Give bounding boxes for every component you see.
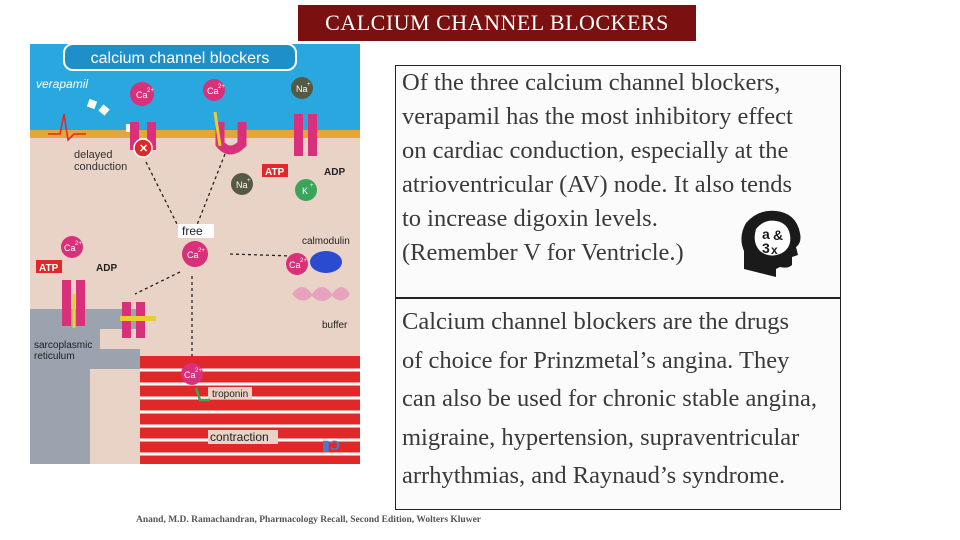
- sodium-ion-charge: +: [247, 178, 251, 184]
- calcium-ion-label: Ca: [187, 250, 199, 260]
- calcium-ion-label: Ca: [136, 90, 148, 100]
- troponin-shape: [194, 387, 210, 402]
- sarcoplasmic-label: sarcoplasmic: [34, 340, 92, 351]
- na-k-atpase: [294, 114, 303, 156]
- l-type-channel: [147, 122, 156, 150]
- blocked-icon: [133, 138, 153, 158]
- slide-title: CALCIUM CHANNEL BLOCKERS: [298, 5, 696, 41]
- calmodulin-label: calmodulin: [302, 236, 350, 247]
- ryanodine-gate: [120, 316, 156, 321]
- flux-arrow: [229, 253, 293, 257]
- transport-arrow: [213, 111, 222, 147]
- free-label: free: [182, 224, 203, 238]
- calcium-ion: [203, 79, 225, 101]
- panel-line: (Remember V for Ventricle.): [402, 239, 684, 266]
- calcium-ion-label: Ca: [184, 370, 196, 380]
- calcium-ion-charge: 2+: [147, 88, 154, 94]
- calcium-ion-charge: 2+: [195, 368, 202, 374]
- calcium-ion-charge: 2+: [75, 241, 82, 247]
- calcium-ion-label: Ca: [207, 86, 219, 96]
- na-k-atpase: [308, 114, 317, 156]
- sodium-ion: [231, 173, 253, 195]
- verapamil-label: verapamil: [36, 77, 88, 91]
- sodium-ion-charge: +: [307, 82, 311, 88]
- panel-line: atrioventricular (AV) node. It also tend…: [402, 171, 793, 198]
- l-type-channel: [130, 122, 139, 150]
- panel-line: on cardiac conduction, especially at the: [402, 137, 789, 164]
- icon-letter: x: [771, 243, 778, 257]
- verapamil-molecule: [86, 98, 98, 110]
- sodium-ion: [291, 77, 313, 99]
- icon-letter: 3: [762, 240, 770, 256]
- adp-label: ADP: [96, 263, 117, 274]
- calcium-ion: [61, 236, 83, 258]
- delayed-label: delayed: [74, 149, 113, 161]
- potassium-ion: [295, 179, 317, 201]
- flux-arrow: [194, 153, 226, 231]
- free-box: [178, 224, 214, 238]
- panel-line: of choice for Prinzmetal’s angina. They: [402, 346, 790, 374]
- panel-text-block: Of the three calcium channel blockers, v…: [402, 66, 834, 270]
- calcium-channel-diagram: calcium channel blockers verapamil Ca 2+…: [30, 44, 360, 464]
- mnemonic-head-icon: a & 3 x: [741, 210, 801, 277]
- contraction-box: [208, 430, 278, 444]
- panel-line: to increase digoxin levels.: [402, 205, 658, 232]
- sarcomere: [140, 356, 360, 464]
- text-panel-verapamil: Of the three calcium channel blockers, v…: [395, 65, 841, 298]
- atp-label: ATP: [265, 167, 285, 178]
- head-interior: [754, 220, 791, 256]
- calcium-ion-label: Ca: [289, 260, 301, 270]
- cell-membrane: [30, 130, 360, 138]
- reticulum-label: reticulum: [34, 351, 75, 362]
- atp-badge: [36, 260, 62, 273]
- atp-label: ATP: [39, 263, 59, 274]
- serca-pump: [76, 280, 85, 326]
- calcium-ion: [130, 82, 154, 106]
- diagram-header: calcium channel blockers: [91, 50, 270, 67]
- serca-pump: [62, 280, 71, 326]
- calcium-ion: [286, 253, 308, 275]
- atp-badge: [262, 164, 288, 177]
- panel-line: Calcium channel blockers are the drugs: [402, 308, 790, 335]
- panel-text-block: Calcium channel blockers are the drugs o…: [402, 303, 834, 496]
- action-potential-trace: [48, 113, 86, 142]
- calcium-ion-charge: 2+: [198, 248, 205, 254]
- diagram-header-pill: [63, 44, 297, 71]
- troponin-box: [208, 387, 252, 399]
- verapamil-molecule: [98, 104, 110, 116]
- calmodulin-protein: [310, 251, 342, 273]
- conduction-label: conduction: [74, 161, 127, 173]
- adp-label: ADP: [324, 167, 345, 178]
- panel-line: migraine, hypertension, supraventricular: [402, 423, 800, 451]
- sodium-ion-label: Na: [296, 84, 308, 94]
- flux-arrow: [145, 161, 181, 231]
- panel-line: verapamil has the most inhibitory effect: [402, 103, 793, 130]
- calcium-ion-charge: 2+: [300, 258, 307, 264]
- buffer-protein: [292, 287, 350, 301]
- publisher-logo: ▮Ͻ: [322, 437, 340, 453]
- citation: Anand, M.D. Ramachandran, Pharmacology R…: [136, 515, 481, 525]
- calcium-ion-label: Ca: [64, 243, 76, 253]
- panel-line: can also be used for chronic stable angi…: [402, 385, 817, 412]
- flux-arrow: [134, 271, 181, 295]
- icon-letter: a: [762, 226, 770, 242]
- text-panel-indications: Calcium channel blockers are the drugs o…: [395, 298, 841, 510]
- troponin-label: troponin: [212, 389, 248, 400]
- free-calcium-ion: [182, 241, 208, 267]
- sodium-ion-label: Na: [236, 180, 248, 190]
- panel-line: Of the three calcium channel blockers,: [402, 69, 781, 96]
- potassium-ion-charge: +: [310, 183, 314, 189]
- svg-text:✕: ✕: [139, 143, 148, 155]
- buffer-label: buffer: [322, 320, 348, 331]
- calcium-ion-charge: 2+: [218, 84, 225, 90]
- contraction-label: contraction: [210, 430, 269, 444]
- potassium-ion-label: K: [302, 186, 308, 196]
- panel-line: arrhythmias, and Raynaud’s syndrome.: [402, 462, 786, 489]
- calcium-ion: [181, 363, 203, 385]
- sarcoplasmic-reticulum: [30, 309, 140, 464]
- icon-letter: &: [773, 227, 783, 243]
